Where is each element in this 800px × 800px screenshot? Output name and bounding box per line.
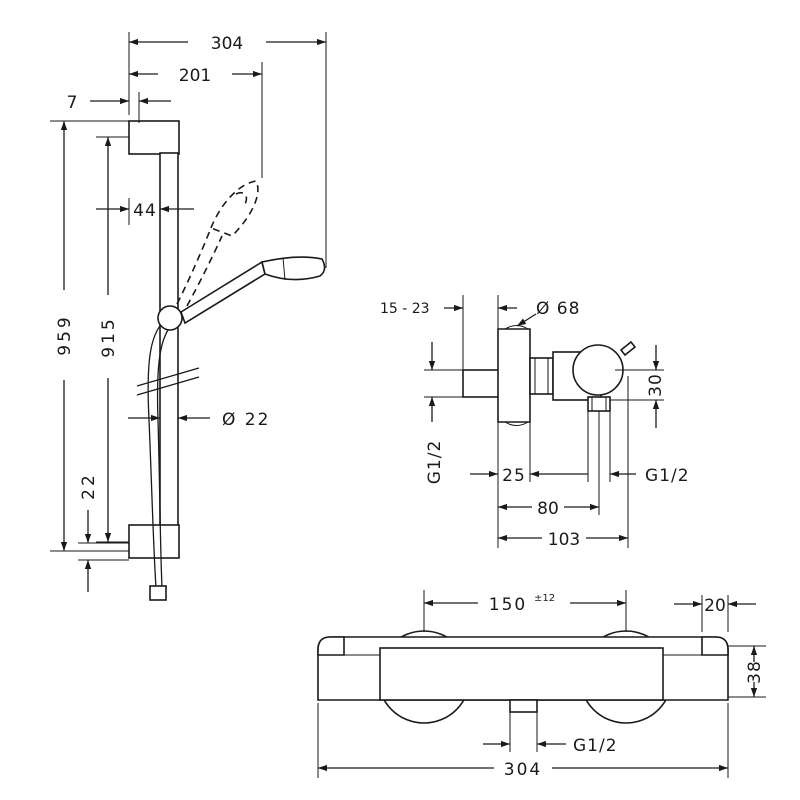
mixer-center-block — [379, 647, 664, 701]
dim-head-offset: 201 — [179, 66, 211, 86]
top-wall-bracket — [128, 120, 180, 155]
dim-shower-width: 304 — [211, 34, 243, 54]
dim-rail-diameter: Ø 22 — [222, 410, 270, 430]
dim-bracket-height: 22 — [79, 472, 99, 500]
shower-set-view: 304 201 7 44 959 915 Ø 22 — [50, 32, 327, 601]
dim-rail-spacing: 915 — [99, 316, 119, 357]
dim-103: 103 — [548, 530, 580, 550]
dim-body-height: 30 — [646, 373, 666, 397]
slider-joint — [157, 305, 183, 331]
dim-bracket-depth: 44 — [133, 201, 157, 221]
dim-center-tolerance: ±12 — [534, 593, 555, 604]
dim-thread-left: G1/2 — [425, 440, 445, 485]
dim-rail-height: 959 — [55, 314, 75, 355]
wall-connector — [462, 369, 500, 398]
dim-80: 80 — [537, 499, 559, 519]
dim-outlet-thread: G1/2 — [645, 466, 690, 486]
dim-rosette-diameter: Ø 68 — [536, 299, 580, 319]
left-handle-cap — [317, 636, 345, 656]
union-nut — [529, 357, 554, 395]
hand-shower-tilted-outline — [176, 180, 259, 307]
mixer-outlet — [509, 699, 538, 713]
dim-mixer-height: 38 — [745, 660, 765, 684]
thermostat-side-view: 15 - 23 Ø 68 G1/2 30 25 G1/2 80 — [380, 295, 690, 550]
dim-wall-distance: 15 - 23 — [380, 301, 430, 317]
right-handle-cap — [701, 636, 729, 656]
thermostat-front-view: 150 ±12 20 38 G1/2 304 — [317, 590, 766, 780]
shower-hose — [147, 317, 169, 589]
dim-center-distance: 150 — [489, 595, 527, 615]
dim-rosette-depth: 25 — [502, 466, 526, 486]
dim-wall-offset: 7 — [67, 93, 78, 113]
dim-end-cap: 20 — [704, 596, 726, 616]
dim-bottom-thread: G1/2 — [573, 736, 618, 756]
dim-mixer-width: 304 — [504, 760, 542, 780]
wall-rosette — [497, 328, 531, 423]
hose-connector — [149, 585, 167, 601]
outlet-nipple — [587, 396, 611, 412]
